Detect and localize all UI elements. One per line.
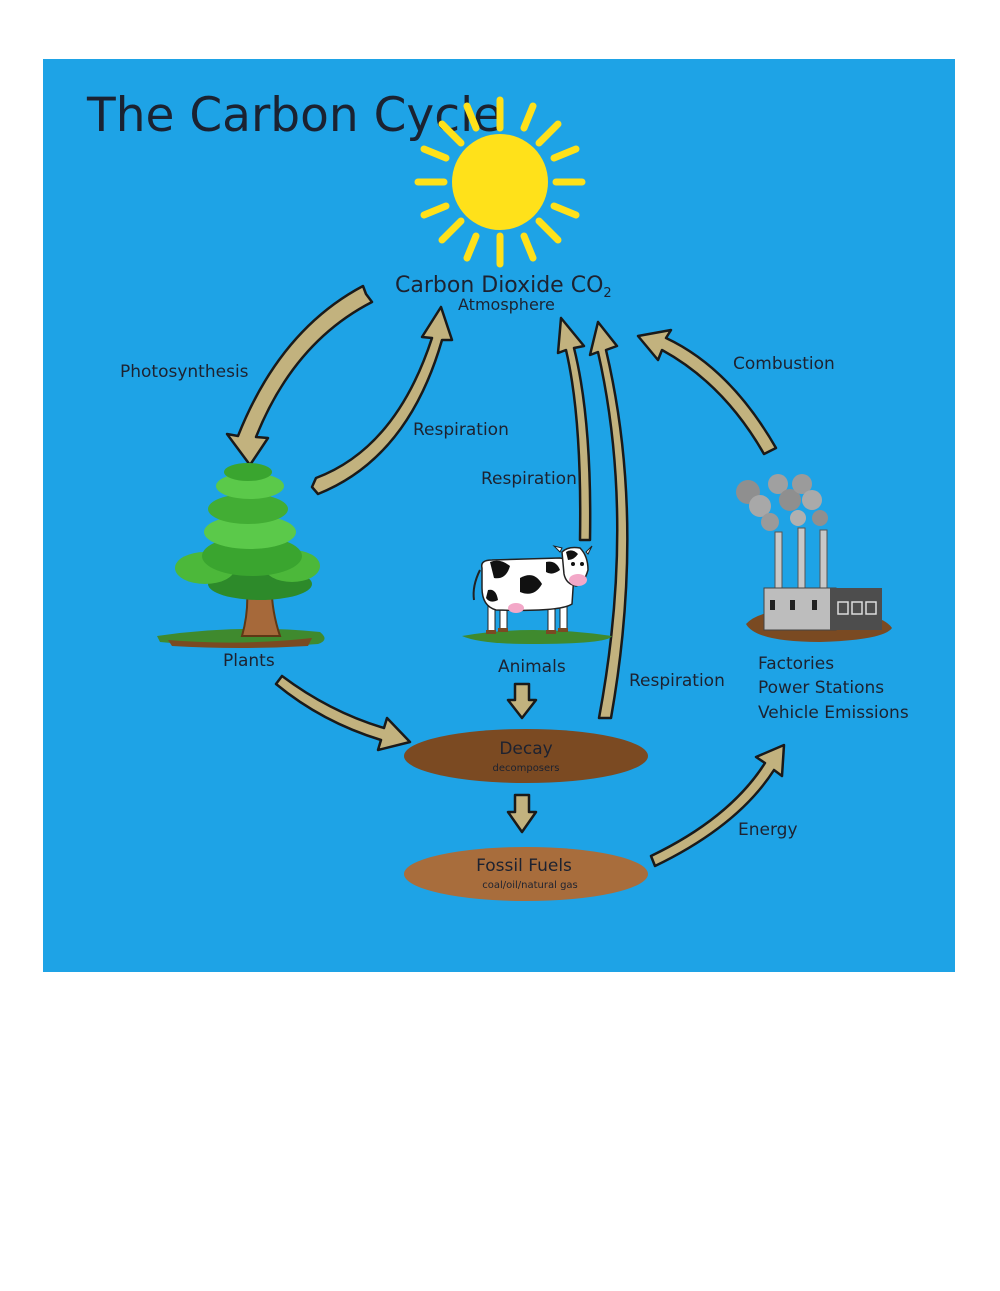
- atmosphere-sublabel: Atmosphere: [458, 295, 555, 314]
- energy-label: Energy: [738, 820, 798, 840]
- power-stations-label: Power Stations: [758, 678, 884, 698]
- plants-respiration-label: Respiration: [413, 420, 509, 440]
- plants-label: Plants: [223, 651, 275, 671]
- animals-to-decay-arrow: [506, 682, 538, 720]
- decay-respiration-label: Respiration: [629, 671, 725, 691]
- energy-arrow: [649, 743, 786, 868]
- animals-label: Animals: [498, 657, 566, 677]
- atmosphere-label: Carbon Dioxide CO2: [395, 273, 612, 301]
- diagram-title: The Carbon Cycle: [86, 88, 502, 143]
- animals-respiration-arrow: [556, 316, 592, 542]
- photosynthesis-arrow: [225, 284, 374, 467]
- combustion-arrow: [636, 328, 778, 456]
- fossil-fuels-label: Fossil Fuels: [476, 856, 572, 876]
- decay-respiration-arrow: [588, 320, 629, 720]
- decay-to-fossil-fuels-arrow: [506, 793, 538, 834]
- decay-sublabel: decomposers: [492, 763, 559, 774]
- sun-icon: [414, 96, 586, 268]
- fossil-fuels-sublabel: coal/oil/natural gas: [482, 880, 578, 891]
- cow-icon: [462, 545, 612, 644]
- photosynthesis-label: Photosynthesis: [120, 362, 249, 382]
- factory-icon: [736, 474, 892, 642]
- fossil-fuels-node: Fossil Fuels coal/oil/natural gas: [404, 847, 648, 901]
- vehicle-emissions-label: Vehicle Emissions: [758, 703, 909, 723]
- plants-respiration-arrow: [310, 305, 454, 496]
- factories-label: Factories: [758, 654, 834, 674]
- decay-node: Decay decomposers: [404, 729, 648, 783]
- decay-label: Decay: [499, 739, 552, 759]
- tree-icon: [157, 463, 325, 648]
- combustion-label: Combustion: [733, 354, 835, 374]
- plants-to-decay-arrow: [274, 674, 412, 752]
- animals-respiration-label: Respiration: [481, 469, 577, 489]
